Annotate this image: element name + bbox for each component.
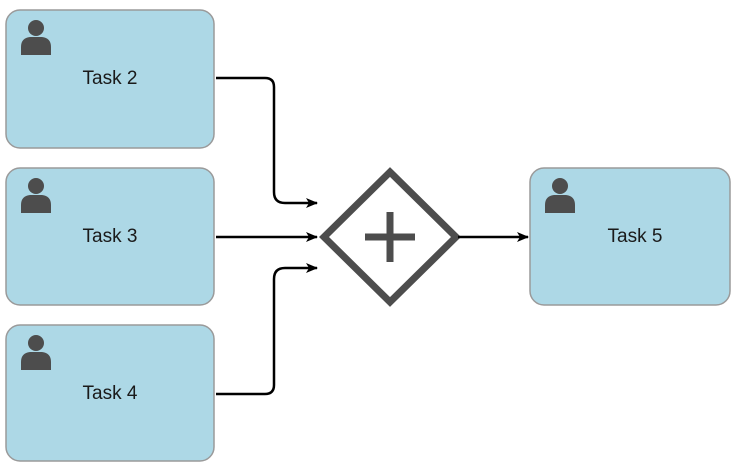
task-4-label: Task 4 — [83, 383, 138, 404]
user-icon — [545, 178, 575, 213]
parallel-gateway[interactable] — [319, 167, 461, 307]
task-3[interactable]: Task 3 — [5, 167, 215, 306]
task-2[interactable]: Task 2 — [5, 9, 215, 149]
flow-task4-to-gateway[interactable] — [216, 263, 318, 396]
user-icon — [21, 20, 51, 55]
task-2-label: Task 2 — [83, 68, 138, 89]
user-icon — [21, 335, 51, 370]
flow-task2-to-gateway[interactable] — [216, 76, 318, 208]
task-3-label: Task 3 — [83, 226, 138, 247]
plus-icon — [365, 212, 415, 262]
user-icon — [21, 178, 51, 213]
task-5[interactable]: Task 5 — [529, 167, 731, 306]
task-5-label: Task 5 — [608, 226, 663, 247]
task-4[interactable]: Task 4 — [5, 324, 215, 462]
